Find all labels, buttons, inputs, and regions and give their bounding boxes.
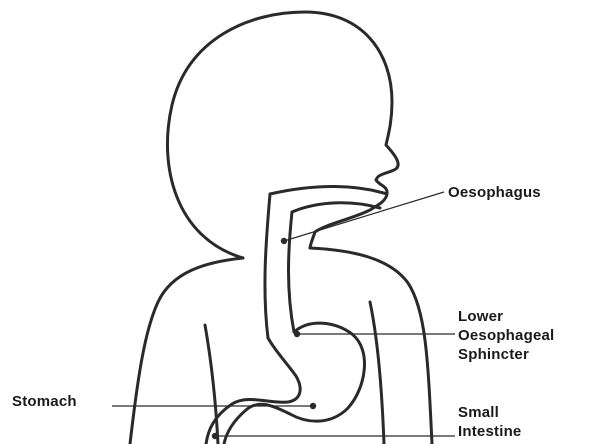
head-outline xyxy=(167,12,398,258)
oesophagus-left-wall xyxy=(265,194,270,338)
les-callout-dot xyxy=(294,331,300,337)
stomach-label: Stomach xyxy=(12,392,77,411)
stomach-inner xyxy=(206,338,300,444)
les-label-line-1: Lower xyxy=(458,307,554,326)
intestine-label-line-1: Small xyxy=(458,403,521,422)
oesophagus-right-wall xyxy=(289,212,295,332)
stomach-label-text: Stomach xyxy=(12,392,77,411)
small-intestine-label: Small Intestine xyxy=(458,403,521,441)
oesophagus-outer xyxy=(270,186,387,194)
les-label-line-2: Oesophageal xyxy=(458,326,554,345)
right-arm-line xyxy=(370,302,384,444)
body-left-outline xyxy=(130,258,243,444)
oesophagus-label-text: Oesophagus xyxy=(448,183,541,202)
oesophagus-callout-line xyxy=(284,192,444,241)
stomach-callout-dot xyxy=(310,403,316,409)
stomach-outline xyxy=(224,323,364,444)
oesophagus-callout-dot xyxy=(281,238,287,244)
les-label-line-3: Sphincter xyxy=(458,345,554,364)
body-right-outline xyxy=(310,248,432,444)
oesophagus-label: Oesophagus xyxy=(448,183,541,202)
lower-oesophageal-sphincter-label: Lower Oesophageal Sphincter xyxy=(458,307,554,364)
intestine-label-line-2: Intestine xyxy=(458,422,521,441)
intestine-callout-dot xyxy=(212,433,218,439)
